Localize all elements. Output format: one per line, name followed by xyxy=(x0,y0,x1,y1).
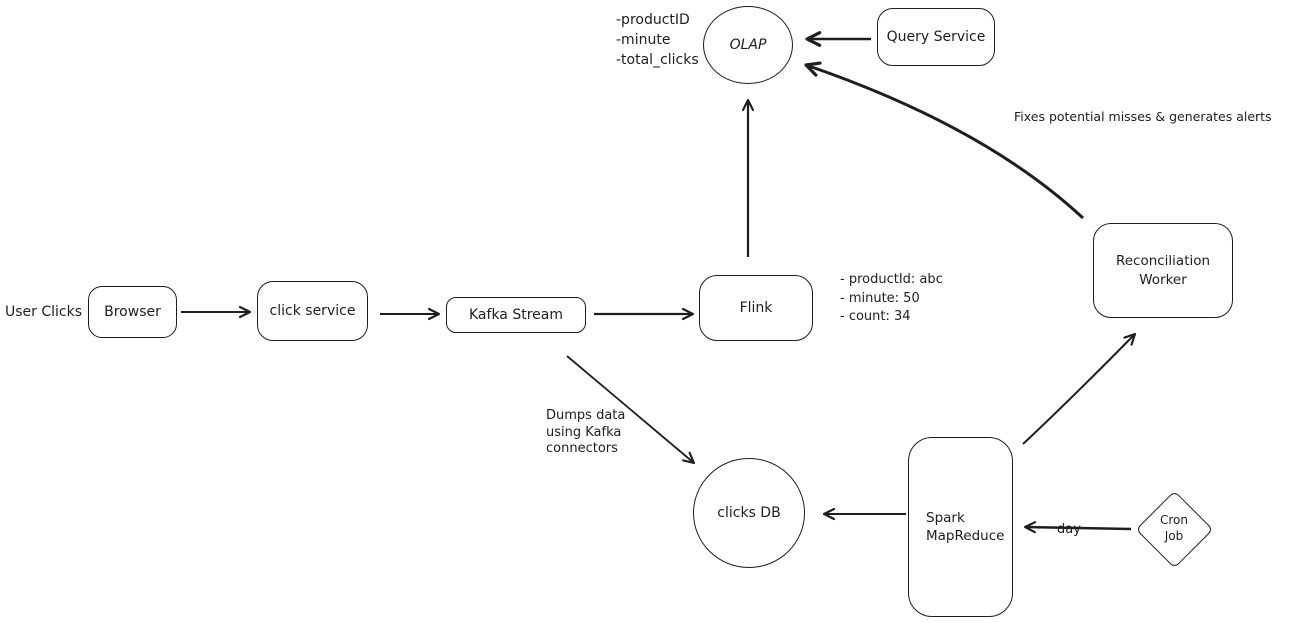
node-query-service[interactable]: Query Service xyxy=(877,8,995,66)
node-reconciliation-label-line1: Reconciliation xyxy=(1115,253,1211,270)
flink-record-annotation[interactable]: - productId: abc - minute: 50 - count: 3… xyxy=(840,271,943,327)
reconciliation-note[interactable]: Fixes potential misses & generates alert… xyxy=(1014,109,1272,126)
node-click-service-label: click service xyxy=(269,302,356,319)
arrow-kafka-to-clicks-db[interactable] xyxy=(566,355,696,465)
kafka-dump-note[interactable]: Dumps data using Kafka connectors xyxy=(546,408,625,458)
node-kafka-stream-label: Kafka Stream xyxy=(469,306,563,323)
node-clicks-db[interactable]: clicks DB xyxy=(693,458,805,568)
arrow-reconciliation-to-olap[interactable] xyxy=(804,61,1085,220)
arrow-spark-to-reconciliation[interactable] xyxy=(1022,332,1137,445)
olap-field-total-clicks: -total_clicks xyxy=(616,52,699,68)
node-olap-label: OLAP xyxy=(729,36,767,53)
flink-record-minute: - minute: 50 xyxy=(840,290,920,306)
day-edge-label-text: day xyxy=(1057,522,1081,537)
arrow-cron-to-spark[interactable] xyxy=(1023,521,1132,534)
user-clicks-label: User Clicks xyxy=(5,304,83,320)
node-olap[interactable]: OLAP xyxy=(703,6,793,84)
olap-field-product-id: -productID xyxy=(616,12,690,28)
flink-record-product-id: - productId: abc xyxy=(840,272,943,287)
kafka-dump-note-line2: using Kafka xyxy=(546,424,622,440)
node-flink-label: Flink xyxy=(739,299,773,316)
olap-field-minute: -minute xyxy=(616,32,671,48)
reconciliation-note-text: Fixes potential misses & generates alert… xyxy=(1014,109,1272,124)
node-flink[interactable]: Flink xyxy=(699,275,813,341)
node-browser-label: Browser xyxy=(104,303,161,320)
node-cron-label-line1: Cron xyxy=(1160,513,1188,528)
node-spark-label-line2: MapReduce xyxy=(926,528,1005,544)
node-spark-mapreduce[interactable]: Spark MapReduce xyxy=(908,437,1013,617)
node-spark-label-line1: Spark xyxy=(926,509,965,526)
flink-record-count: - count: 34 xyxy=(840,309,911,324)
node-clicks-db-label: clicks DB xyxy=(717,504,781,521)
olap-fields-annotation[interactable]: -productID -minute -total_clicks xyxy=(616,10,699,70)
node-reconciliation-worker[interactable]: Reconciliation Worker xyxy=(1093,223,1233,318)
kafka-dump-note-line3: connectors xyxy=(546,441,618,456)
day-edge-label[interactable]: day xyxy=(1057,521,1081,538)
node-browser[interactable]: Browser xyxy=(88,286,177,338)
node-click-service[interactable]: click service xyxy=(257,281,368,341)
node-query-service-label: Query Service xyxy=(886,28,986,45)
node-cron-label-line2: Job xyxy=(1164,529,1184,543)
node-kafka-stream[interactable]: Kafka Stream xyxy=(446,297,586,333)
node-cron-job[interactable]: Cron Job xyxy=(1135,490,1214,569)
node-reconciliation-label-line2: Worker xyxy=(1139,271,1187,288)
kafka-dump-note-line1: Dumps data xyxy=(546,408,626,423)
